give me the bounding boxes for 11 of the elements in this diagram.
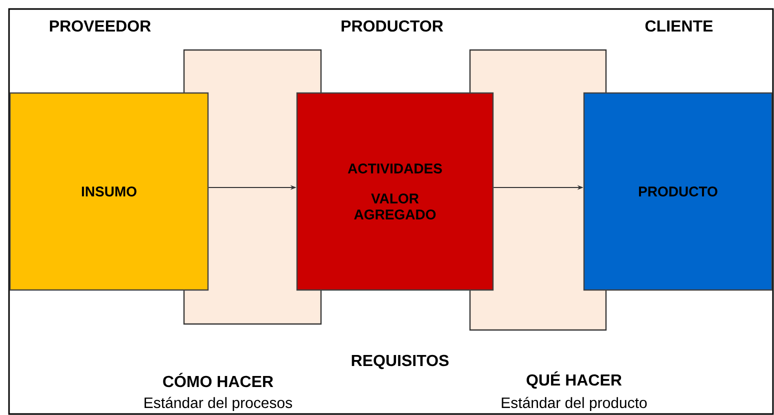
process-box: ACTIVIDADES VALOR AGREGADO	[296, 92, 494, 291]
label: Estándar del procesos	[144, 396, 292, 412]
label: Estándar del producto	[502, 396, 647, 412]
label: CÓMO HACER	[163, 372, 274, 388]
label: PROVEEDOR	[50, 20, 151, 32]
label: REQUISITOS	[352, 354, 449, 370]
label: PRODUCTOR	[342, 20, 444, 32]
label: CLIENTE	[645, 20, 713, 32]
process-box: PRODUCTO	[583, 92, 773, 291]
process-box: INSUMO	[9, 92, 209, 291]
label: QUÉ HACER	[526, 371, 622, 389]
